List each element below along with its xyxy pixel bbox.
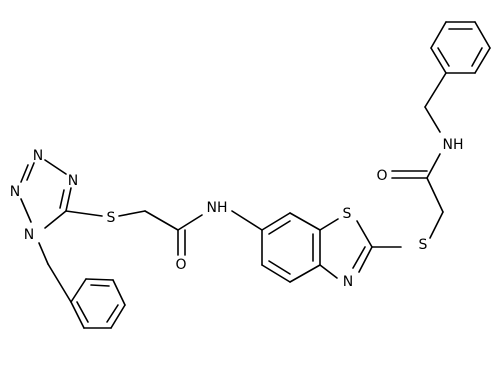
atom-nh-amide-2: NH — [443, 137, 464, 153]
atom-o-carbonyl-2: O — [376, 168, 387, 184]
atom-n-tetrazole-3: N — [33, 148, 43, 164]
atom-s-thiazole: S — [343, 206, 352, 222]
thiazole-ring — [319, 218, 373, 279]
benzyl-ch2-to-ring-bond — [47, 263, 72, 303]
ch2-to-carbonyl-bond — [144, 210, 179, 231]
atom-n-thiazole: N — [343, 274, 353, 290]
carbonyl-2-to-nh-bond — [426, 153, 441, 179]
tetrazole-c-to-s-bond — [65, 210, 103, 217]
tetrazole-ring — [20, 159, 72, 229]
carbonyl-to-nh-bond — [177, 214, 203, 231]
atom-nh-amide-1: NH — [207, 200, 228, 216]
atom-n-tetrazole-2: N — [10, 184, 20, 200]
s2-to-ch2-bond — [429, 211, 444, 239]
benzothiazole-benzene-ring — [261, 212, 321, 283]
benzyl-ring-lower — [70, 278, 126, 329]
atom-s-thioether-1: S — [107, 210, 116, 226]
benzyl-ch2-to-n1-bond — [38, 242, 49, 265]
atom-n-tetrazole-1: N — [24, 227, 34, 243]
bonds — [20, 21, 491, 329]
nh-to-benzyl-ch2-bond — [424, 106, 441, 133]
s-to-ch2-bond — [118, 210, 146, 217]
atom-o-carbonyl-1: O — [175, 257, 186, 273]
ch2-to-carbonyl-2-bond — [426, 177, 444, 213]
atom-n-tetrazole-4: N — [68, 173, 78, 189]
nh-to-ring-bond — [231, 210, 263, 231]
benzyl-ring-upper — [430, 21, 491, 74]
atom-labels: N N N N S NH O S N S O NH — [10, 137, 464, 290]
benzyl-ch2-to-upper-ring-bond — [424, 72, 447, 108]
atom-s-thioether-2: S — [419, 237, 428, 253]
